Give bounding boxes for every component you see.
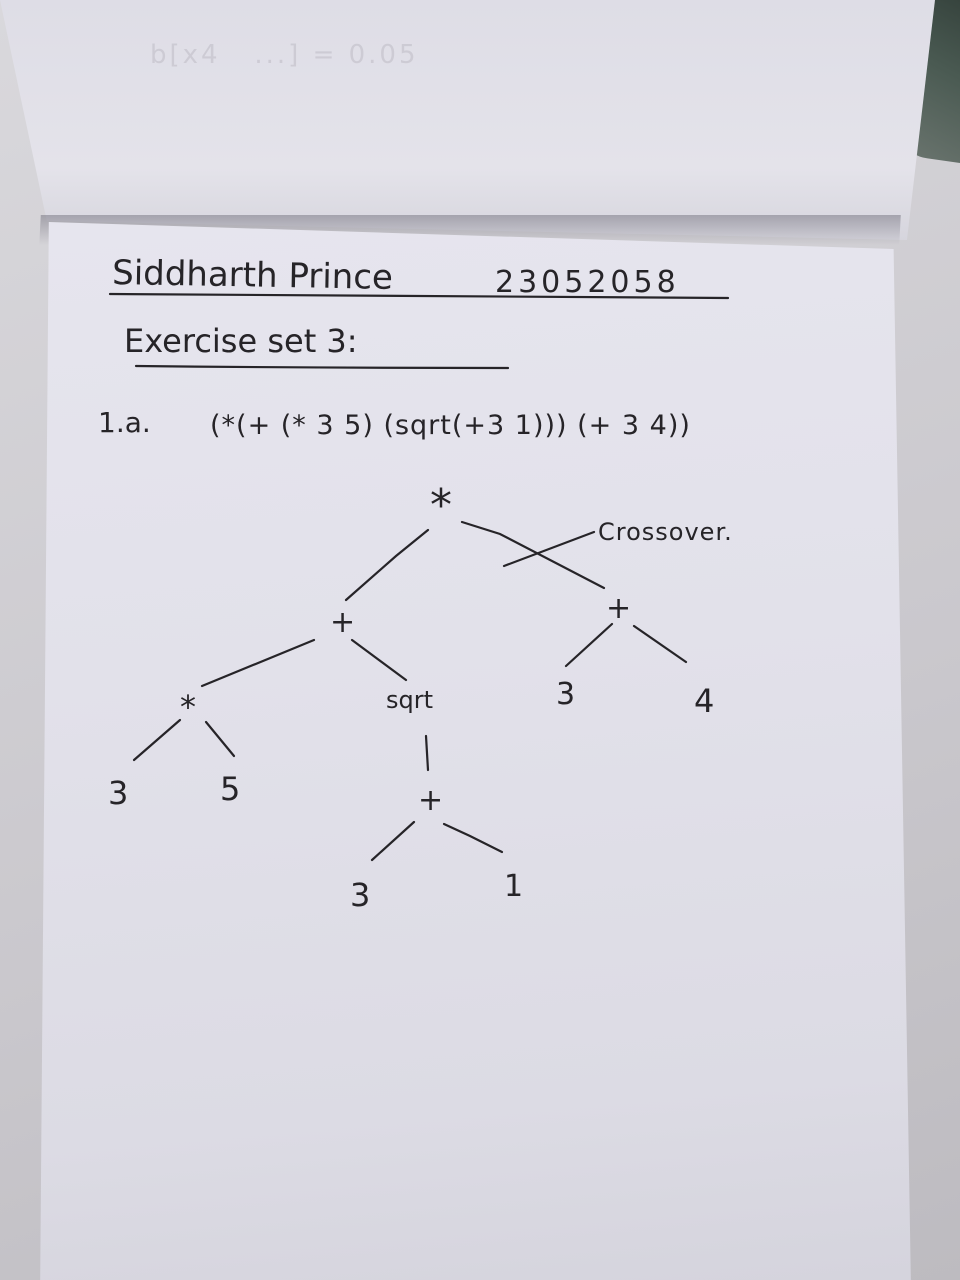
crossover-label: Crossover. bbox=[598, 518, 733, 546]
edge-mult-3 bbox=[132, 718, 182, 762]
tree-edges bbox=[132, 520, 688, 862]
edge-rplus-3 bbox=[564, 622, 614, 668]
edge-plus-mult bbox=[200, 638, 316, 688]
edge-mult-5 bbox=[204, 720, 236, 758]
node-mult: * bbox=[180, 688, 196, 726]
edge-sqrt-plus bbox=[424, 734, 430, 772]
show-through-text: b[x4 ...] = 0.05 bbox=[150, 40, 419, 70]
flipped-page bbox=[0, 0, 935, 240]
leaf-3-bottom: 3 bbox=[350, 876, 370, 914]
edge-iplus-1 bbox=[442, 822, 504, 854]
leaf-3-left: 3 bbox=[108, 774, 128, 812]
leaf-1: 1 bbox=[504, 869, 523, 904]
notebook-page bbox=[40, 222, 912, 1280]
crossover-mark bbox=[502, 530, 596, 568]
exercise-title: Exercise set 3: bbox=[124, 322, 358, 360]
leaf-4: 4 bbox=[694, 682, 714, 720]
edge-plus-sqrt bbox=[350, 638, 408, 682]
edge-root-left bbox=[344, 528, 430, 602]
node-right-plus: + bbox=[606, 591, 631, 626]
node-root: * bbox=[430, 480, 452, 531]
node-inner-plus: + bbox=[418, 783, 443, 818]
lisp-expression: (*(+ (* 3 5) (sqrt(+3 1))) (+ 3 4)) bbox=[210, 410, 691, 441]
edge-root-right bbox=[460, 520, 606, 590]
edge-rplus-4 bbox=[632, 624, 688, 664]
leaf-5: 5 bbox=[220, 770, 240, 808]
student-id: 23052058 bbox=[495, 265, 680, 300]
node-sqrt: sqrt bbox=[386, 686, 433, 714]
question-number: 1.a. bbox=[98, 406, 151, 439]
title-underline bbox=[134, 364, 510, 370]
leaf-3-right: 3 bbox=[556, 677, 575, 712]
edge-iplus-3 bbox=[370, 820, 416, 862]
header-underline bbox=[108, 292, 730, 300]
author-name: Siddharth Prince bbox=[112, 253, 393, 298]
node-left-plus: + bbox=[330, 605, 355, 640]
